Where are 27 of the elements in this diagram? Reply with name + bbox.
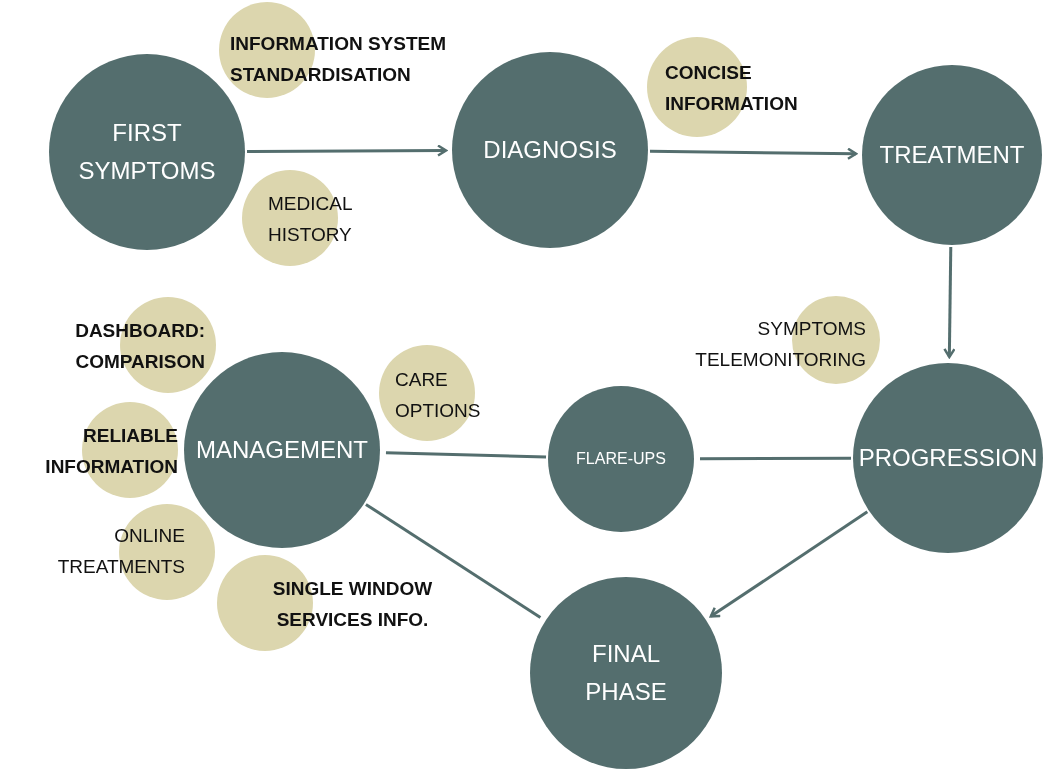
arrow [709, 510, 869, 618]
topic-label: ONLINE TREATMENTS [56, 524, 185, 579]
stage-circle [548, 386, 694, 532]
topic-label: MEDICAL HISTORY [268, 192, 353, 247]
stage-label: PROGRESSION [857, 443, 1039, 473]
stage-label: FLARE-UPS [575, 449, 667, 469]
topic-label: SINGLE WINDOW SERVICES INFO. [271, 577, 434, 632]
topic-label: DASHBOARD: COMPARISON [74, 319, 205, 374]
topic-label: SYMPTOMS TELEMONITORING [694, 317, 866, 372]
stage-label: FIRST SYMPTOMS [77, 118, 217, 186]
connector-line [700, 456, 851, 461]
stage-circle [452, 52, 648, 248]
topic-label: CARE OPTIONS [395, 368, 482, 423]
stage-label: DIAGNOSIS [482, 135, 618, 165]
stage-circle [862, 65, 1042, 245]
arrow [649, 147, 858, 160]
stage-label: MANAGEMENT [195, 435, 369, 465]
stage-label: FINAL PHASE [584, 639, 668, 707]
connector-line [385, 451, 547, 459]
stage-circle [530, 577, 722, 769]
topic-label: CONCISE INFORMATION [665, 61, 799, 116]
topic-label: INFORMATION SYSTEM STANDARDISATION [230, 32, 448, 87]
arrow [943, 246, 956, 359]
stage-label: TREATMENT [878, 140, 1026, 170]
topic-label: RELIABLE INFORMATION [44, 424, 178, 479]
connector-line [365, 503, 542, 619]
arrow [247, 144, 448, 157]
